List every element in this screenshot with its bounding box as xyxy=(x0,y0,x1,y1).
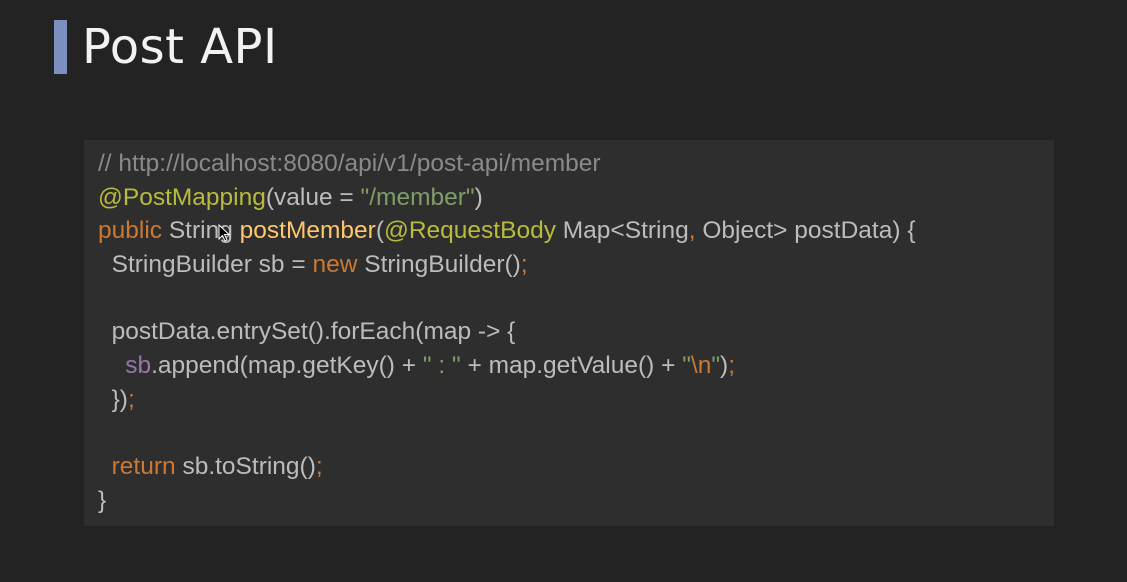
code-line: }); xyxy=(98,383,1054,417)
code-token: postMember xyxy=(239,217,376,245)
code-token: postData.entrySet().forEach(map -> { xyxy=(98,318,516,346)
code-token: sb xyxy=(125,352,152,380)
code-token: ) xyxy=(720,352,729,380)
code-token: @RequestBody xyxy=(383,217,563,245)
code-token: " xyxy=(711,352,721,380)
code-token: + map.getValue() + xyxy=(460,352,683,380)
code-line: public String postMember(@RequestBody Ma… xyxy=(98,214,1054,248)
code-token: (value = xyxy=(265,183,361,211)
code-line: sb.append(map.getKey() + " : " + map.get… xyxy=(98,349,1054,383)
code-token: , xyxy=(688,217,703,245)
code-token: ; xyxy=(520,251,528,279)
code-line: postData.entrySet().forEach(map -> { xyxy=(98,315,1054,349)
code-token: "/member" xyxy=(360,183,475,211)
code-token: ; xyxy=(127,385,135,413)
slide-title: Post API xyxy=(82,19,278,75)
code-token: " xyxy=(682,352,691,380)
title-accent-bar xyxy=(54,20,67,74)
code-line: StringBuilder sb = new StringBuilder(); xyxy=(98,248,1054,282)
code-token: StringBuilder sb = xyxy=(98,251,313,279)
code-line: @PostMapping(value = "/member") xyxy=(98,181,1054,215)
code-token: sb.toString() xyxy=(182,453,316,481)
code-token: ) xyxy=(474,183,483,211)
code-block: // http://localhost:8080/api/v1/post-api… xyxy=(84,140,1054,526)
code-token: @PostMapping xyxy=(98,183,266,211)
code-token: // http://localhost:8080/api/v1/post-api… xyxy=(98,150,601,177)
code-line: } xyxy=(98,484,1054,518)
code-token: ; xyxy=(315,453,323,481)
mouse-pointer-icon xyxy=(218,224,230,242)
code-line xyxy=(98,417,1054,451)
code-token: \n xyxy=(690,352,712,380)
code-token: .append(map.getKey() + xyxy=(151,352,423,380)
code-token: ; xyxy=(728,352,736,380)
code-token xyxy=(98,453,112,480)
code-line xyxy=(98,282,1054,316)
code-line: // http://localhost:8080/api/v1/post-api… xyxy=(98,147,1054,181)
code-token: " : " xyxy=(422,352,461,380)
code-token: } xyxy=(98,486,107,514)
code-token: new xyxy=(312,251,365,279)
code-token: Map<String xyxy=(562,217,689,245)
code-token: public xyxy=(98,217,169,245)
code-token: StringBuilder() xyxy=(364,251,521,279)
code-token: Object> postData) { xyxy=(702,217,916,245)
code-token: return xyxy=(111,453,183,481)
code-token: ( xyxy=(375,217,384,245)
code-token xyxy=(98,352,125,379)
code-line: return sb.toString(); xyxy=(98,450,1054,484)
code-lines: // http://localhost:8080/api/v1/post-api… xyxy=(98,147,1054,518)
code-token: }) xyxy=(98,385,128,413)
